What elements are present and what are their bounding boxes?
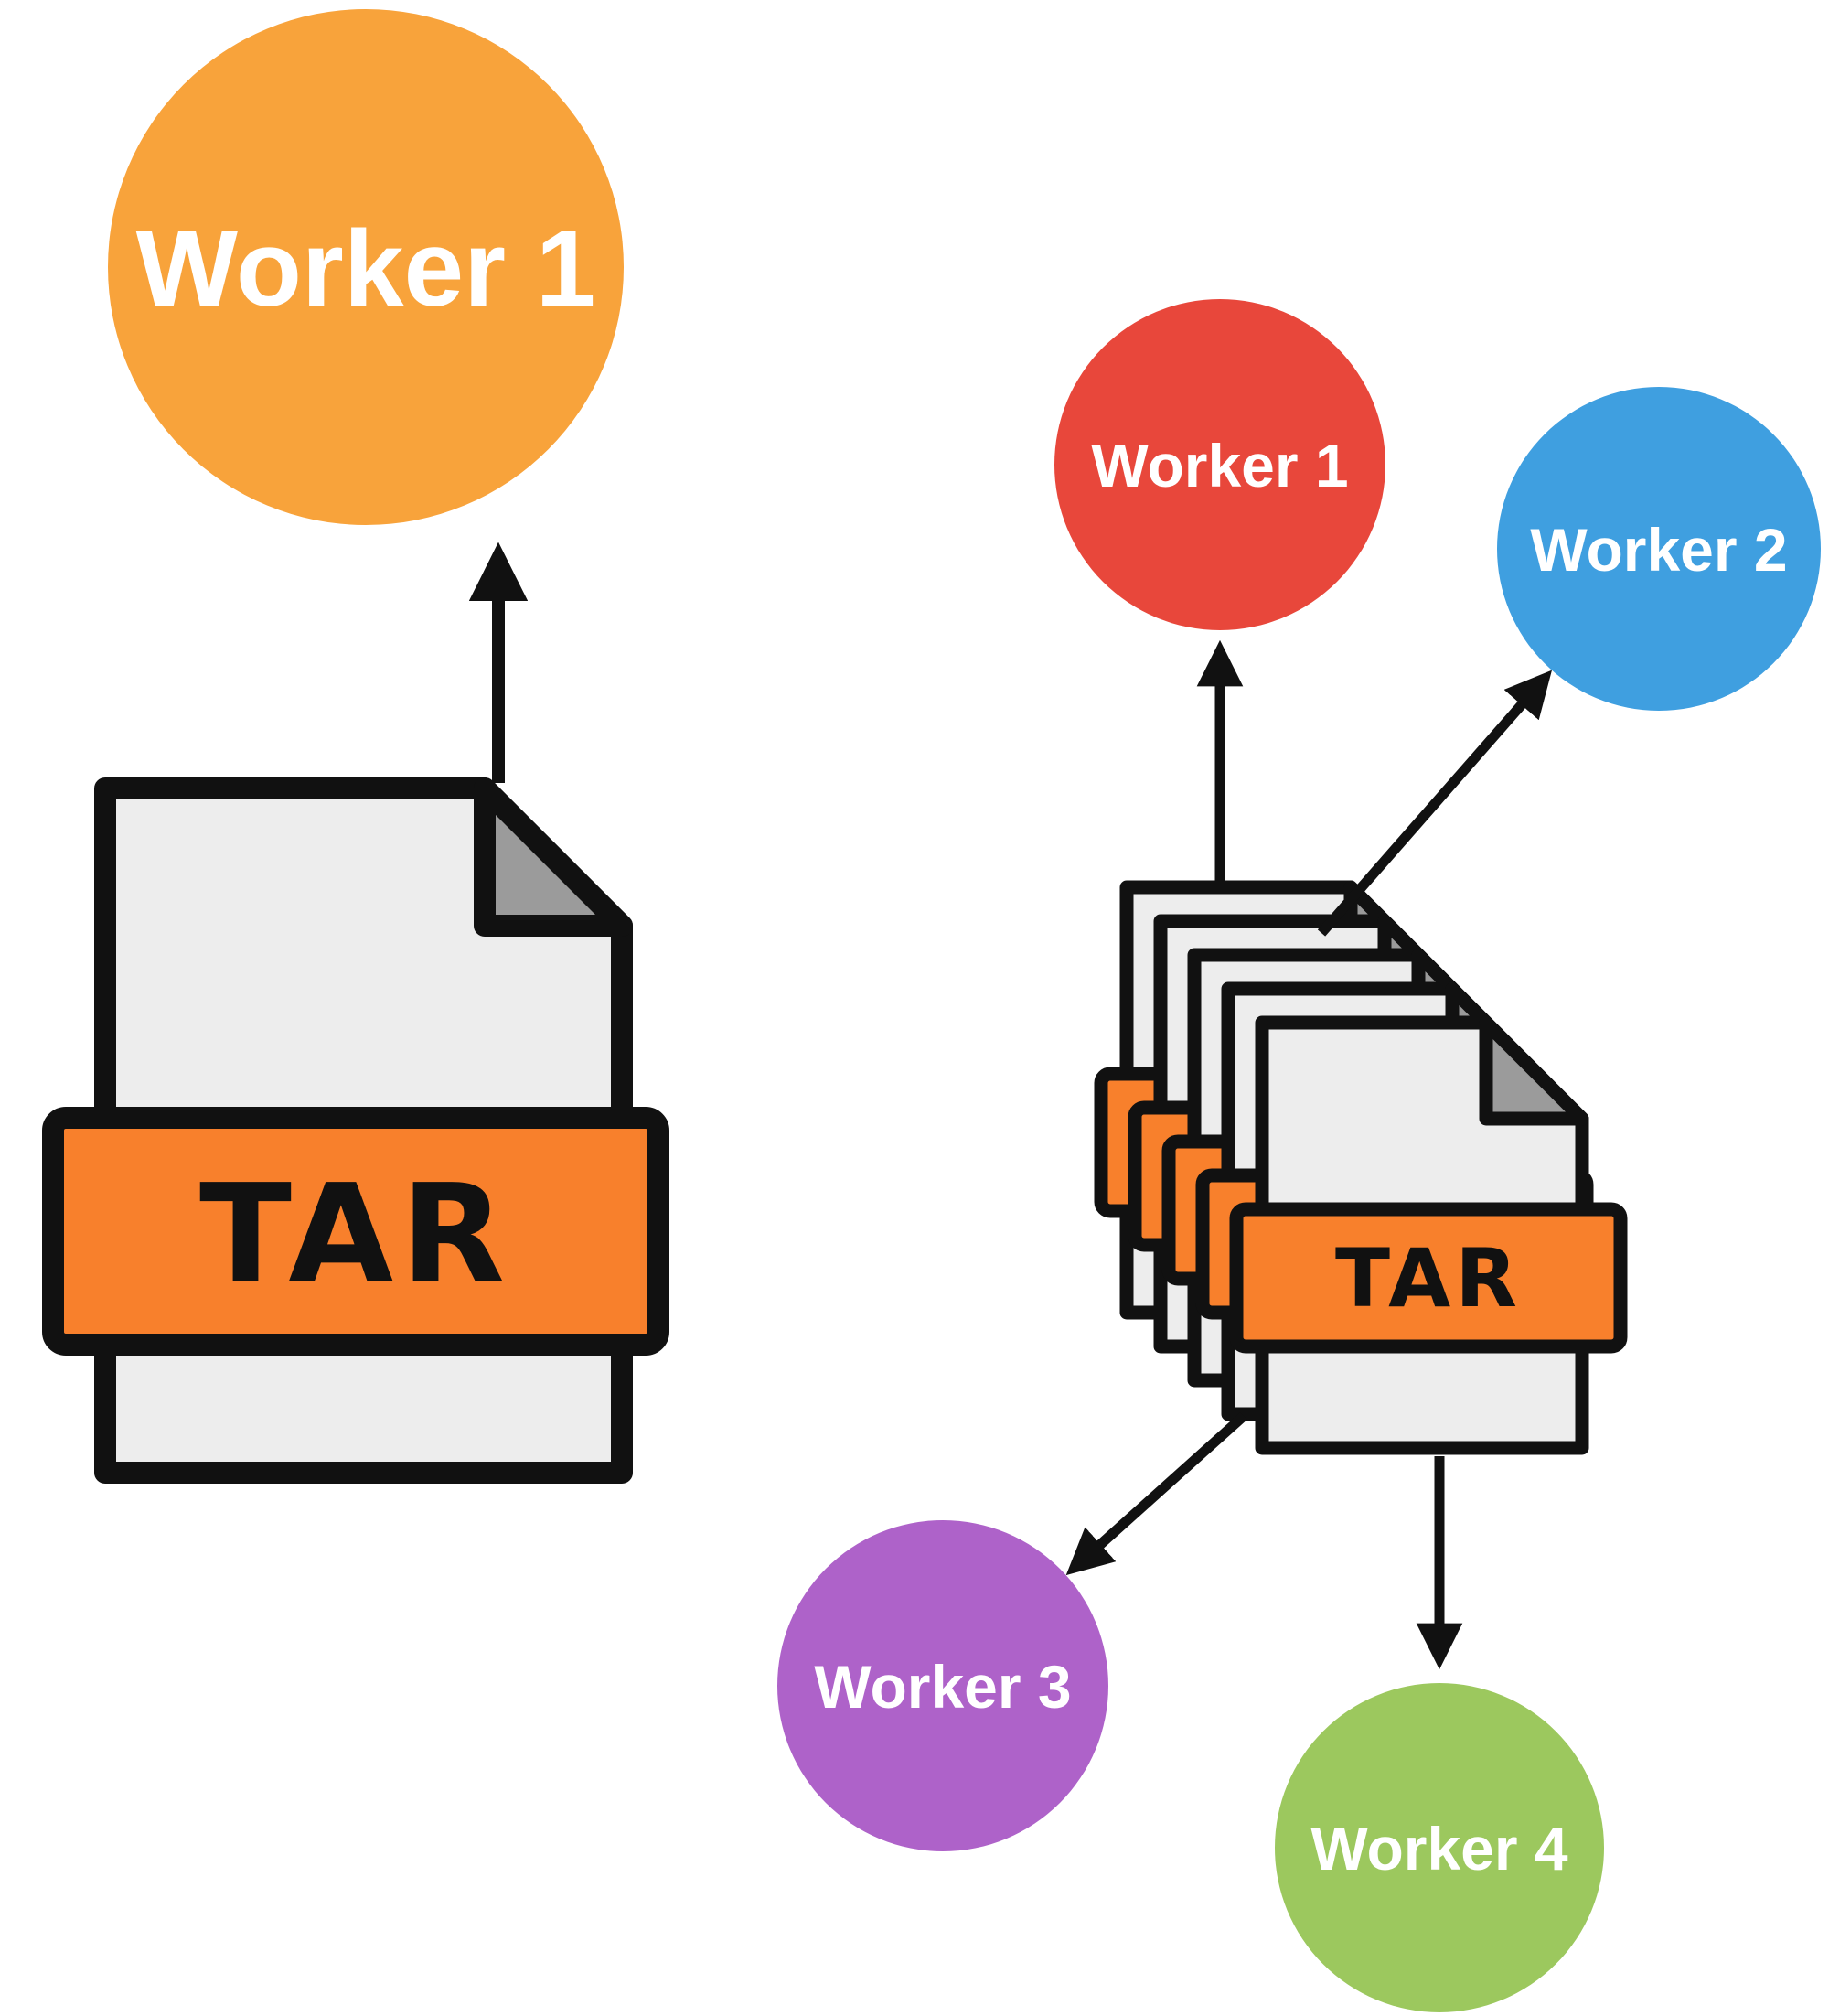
right-worker-3-circle [777,1520,1108,1851]
right-worker-1-label: Worker 1 [1091,432,1348,499]
left-worker-1-label: Worker 1 [136,209,596,329]
sharded-tar-scenario: Worker 1 Worker 2 Worker 3 Worker 4 [777,299,1821,2012]
arrow-to-worker-3 [1065,1411,1247,1576]
right-worker-3-label: Worker 3 [814,1653,1071,1721]
left-tar-banner [42,1107,669,1356]
right-worker-4-label: Worker 4 [1310,1815,1568,1882]
left-page-fold-icon [474,777,633,937]
right-worker-2-circle [1497,387,1821,711]
single-tar-scenario: Worker 1 TAR [42,9,669,1484]
left-tar-label: TAR [199,1155,512,1313]
left-worker-1-circle [108,9,624,525]
arrow-to-worker-2 [1317,670,1553,937]
right-worker-2-label: Worker 2 [1530,516,1787,584]
right-worker-4-circle [1275,1683,1604,2012]
right-worker-1-circle [1054,299,1385,630]
